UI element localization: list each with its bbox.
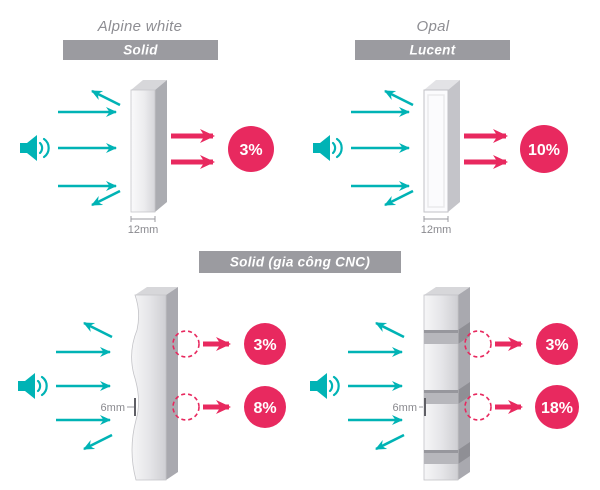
result-circle [244,323,286,365]
result-circle [228,126,274,172]
result-badge: 3% [228,126,274,172]
lucent-panel [423,80,460,213]
thickness-measure: 6mm [393,398,426,416]
diagram-cnc-groove-6mm: 6mm 3% 18% [310,287,579,481]
solid-panel [130,80,167,213]
result-circle [535,385,579,429]
transmitted-sound-arrows [203,337,231,414]
result-value: 3% [253,337,276,354]
thickness-measure: 12mm [421,216,452,236]
incident-sound-arrows [348,321,405,451]
result-value: 3% [545,337,568,354]
type-badge-label: Solid (gia công CNC) [230,255,370,270]
thickness-label: 12mm [421,224,452,236]
transmitted-sound-arrows [495,337,523,414]
thickness-measure: 12mm [128,216,159,236]
diagram-lucent-12mm: Opal Lucent 12mm [313,18,568,236]
result-value: 3% [239,142,262,159]
material-title: Alpine white [97,18,182,35]
incident-sound-arrows [56,321,113,451]
result-badge-bottom: 8% [244,386,286,428]
transmitted-sound-arrows [464,129,508,169]
speaker-icon [18,373,48,399]
type-badge-label: Solid [123,43,158,58]
measure-point-circle [172,393,200,421]
measure-point-circle [464,330,492,358]
result-badge: 10% [520,125,568,173]
result-badge-bottom: 18% [535,385,579,429]
material-title: Opal [417,18,450,35]
result-circle [244,386,286,428]
result-value: 10% [528,142,560,159]
measure-point-circle [172,330,200,358]
type-badge [355,40,510,60]
result-value: 8% [253,400,276,417]
speaker-icon [313,135,343,161]
thickness-label: 6mm [101,402,125,414]
speaker-icon [310,373,340,399]
cnc-section-header: Solid (gia công CNC) [199,251,401,273]
result-badge-top: 3% [244,323,286,365]
type-badge [199,251,401,273]
thickness-label: 6mm [393,402,417,414]
incident-sound-arrows [58,89,121,207]
diagram-cnc-wave-6mm: 6mm 3% 8% [18,287,286,481]
measure-point-circle [464,393,492,421]
thickness-label: 12mm [128,224,159,236]
cnc-groove-panel [423,287,470,481]
diagram-solid-12mm: Alpine white Solid 12mm [20,18,274,236]
type-badge-label: Lucent [409,43,455,58]
result-circle [536,323,578,365]
result-badge-top: 3% [536,323,578,365]
transmitted-sound-arrows [171,129,215,169]
speaker-icon [20,135,50,161]
result-circle [520,125,568,173]
cnc-wave-panel [131,287,178,481]
type-badge [63,40,218,60]
incident-sound-arrows [351,89,414,207]
thickness-measure: 6mm [101,398,136,416]
result-value: 18% [541,400,573,417]
